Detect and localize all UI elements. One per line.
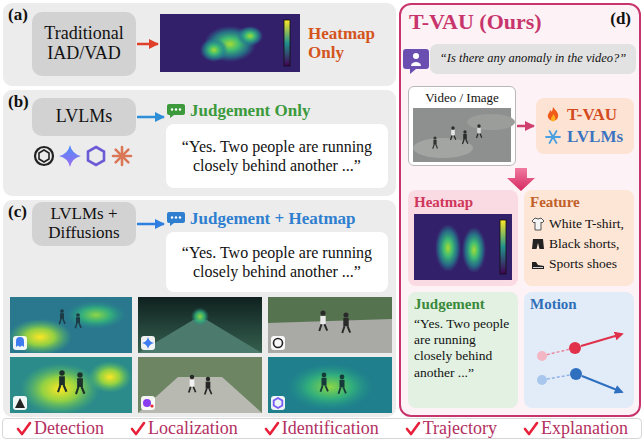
check-mark bbox=[523, 421, 539, 437]
panel-label: (a) bbox=[8, 5, 28, 25]
answer-text: “Yes. Two people are running closely beh… bbox=[174, 137, 380, 175]
header-row: T-VAU (Ours) (d) bbox=[409, 8, 631, 36]
feature-item: Black shorts, bbox=[530, 236, 628, 252]
capability-item: Explanation bbox=[523, 419, 628, 438]
judgement-card: Judgement “Yes. Two people are running cl… bbox=[408, 292, 518, 408]
panel-a: (a) Traditional IAD/VAD Heatmap Only bbox=[3, 3, 396, 86]
quote-box: “Yes. Two people are running closely beh… bbox=[166, 232, 388, 292]
capability-label: Identification bbox=[282, 419, 379, 438]
feature-icon bbox=[530, 256, 546, 272]
capability-label: Detection bbox=[34, 419, 104, 438]
method-box: LVLMs bbox=[32, 98, 136, 136]
output-heading: Judgement + Heatmap bbox=[166, 208, 388, 230]
feature-icon bbox=[530, 236, 546, 252]
capability-item: Detection bbox=[16, 419, 104, 438]
method-box: Traditional IAD/VAD bbox=[32, 12, 136, 76]
capability-label: Explanation bbox=[541, 419, 628, 438]
motion-card: Motion bbox=[524, 292, 634, 408]
heatmap-image bbox=[160, 14, 300, 72]
heatmap-image bbox=[414, 214, 512, 280]
box-text: “Is there any anomaly in the video?” bbox=[440, 52, 626, 66]
feature-text: Black shorts, bbox=[549, 236, 620, 252]
capability-label: Localization bbox=[148, 419, 238, 438]
model-row: LVLMs bbox=[544, 126, 626, 148]
input-frame bbox=[413, 108, 511, 162]
trajectory-plot bbox=[528, 318, 630, 402]
answer-text: “Yes. Two people are running closely beh… bbox=[174, 243, 380, 281]
card-heading: Feature bbox=[530, 193, 628, 212]
box-text: Traditional IAD/VAD bbox=[37, 24, 131, 64]
heatmap-card: Heatmap bbox=[408, 190, 518, 286]
check-mark bbox=[130, 421, 146, 437]
quote-box: “Yes. Two people are running closely beh… bbox=[166, 124, 388, 188]
result-image bbox=[138, 297, 262, 353]
panel-d: T-VAU (Ours) (d) “Is there any anomaly in … bbox=[399, 3, 641, 417]
snowflake-icon bbox=[544, 128, 562, 146]
input-box: Video / Image bbox=[408, 86, 516, 166]
judgement-output: Judgement + Heatmap “Yes. Two people are … bbox=[166, 208, 388, 292]
question-bubble: “Is there any anomaly in the video?” bbox=[430, 44, 636, 74]
result-image bbox=[138, 357, 262, 413]
card-heading: Motion bbox=[530, 295, 628, 314]
panel-label: (b) bbox=[8, 92, 29, 112]
feature-icon bbox=[530, 216, 546, 232]
heatmap-output: Heatmap Only bbox=[160, 14, 382, 74]
flame-icon bbox=[544, 106, 562, 124]
model-row: T-VAU bbox=[544, 104, 626, 126]
output-heading-text: Judgement + Heatmap bbox=[190, 209, 356, 229]
capability-item: Identification bbox=[264, 419, 379, 438]
capability-bar: Detection Localization Identification Traje… bbox=[2, 418, 642, 439]
capability-label: Trajectory bbox=[423, 419, 497, 438]
feature-card: FeatureWhite T-shirt, Black shorts, Sports… bbox=[524, 190, 634, 286]
panel-b: (b) LVLMs Judgement Only “Yes. Two people a… bbox=[3, 90, 396, 196]
panel-title: T-VAU (Ours) bbox=[409, 8, 542, 36]
result-image bbox=[268, 297, 392, 353]
output-heading-text: Judgement Only bbox=[190, 101, 310, 121]
method-box: LVLMs + Diffusions bbox=[32, 202, 136, 246]
card-heading: Judgement bbox=[414, 295, 512, 314]
model-box: T-VAULVLMs bbox=[536, 98, 634, 154]
model-name: LVLMs bbox=[567, 126, 623, 148]
result-image bbox=[268, 357, 392, 413]
arrow-connector bbox=[137, 116, 164, 119]
arrow-connector bbox=[137, 43, 158, 46]
arrow-connector bbox=[137, 223, 164, 226]
model-name: T-VAU bbox=[567, 104, 617, 126]
arrow-connector bbox=[517, 125, 534, 128]
card-heading: Heatmap bbox=[414, 193, 512, 212]
box-text: LVLMs + Diffusions bbox=[37, 205, 131, 242]
panel-label: (d) bbox=[610, 8, 631, 30]
speech-icon bbox=[166, 210, 186, 228]
check-mark bbox=[405, 421, 421, 437]
feature-item: White T-shirt, bbox=[530, 216, 628, 232]
input-heading: Video / Image bbox=[413, 89, 511, 106]
feature-text: White T-shirt, bbox=[549, 216, 624, 232]
output-heading: Judgement Only bbox=[166, 100, 388, 122]
answer-text: “Yes. Two people are running closely beh… bbox=[414, 316, 512, 381]
model-logos bbox=[32, 142, 136, 170]
feature-item: Sports shoes bbox=[530, 256, 628, 272]
box-text: LVLMs bbox=[56, 107, 112, 127]
result-image bbox=[10, 357, 132, 413]
judgement-output: Judgement Only “Yes. Two people are runni… bbox=[166, 100, 388, 188]
feature-text: Sports shoes bbox=[549, 256, 617, 272]
check-mark bbox=[16, 421, 32, 437]
output-label: Heatmap Only bbox=[308, 25, 382, 62]
result-image bbox=[10, 297, 132, 353]
capability-item: Localization bbox=[130, 419, 238, 438]
panel-c: (c) LVLMs + Diffusions Judgement + Heatmap… bbox=[3, 200, 396, 417]
speech-icon bbox=[166, 102, 186, 120]
check-mark bbox=[264, 421, 280, 437]
panel-label: (c) bbox=[8, 202, 27, 222]
capability-item: Trajectory bbox=[405, 419, 497, 438]
